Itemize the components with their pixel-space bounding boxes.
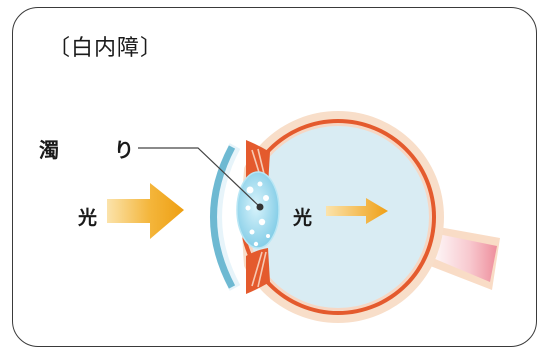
arrow-right-icon: [107, 183, 184, 239]
cataract-label: 濁 り: [39, 138, 158, 162]
cloudy-lens: [236, 171, 280, 249]
eye-cross-section: [107, 111, 500, 323]
arrow-right-icon: [326, 198, 388, 224]
diagram-title: 〔白内障〕: [48, 36, 164, 61]
cataract-leader-line: [138, 147, 264, 211]
cornea: [210, 145, 236, 289]
incoming-light-label: 光: [78, 207, 98, 229]
inner-light-label: 光: [293, 207, 313, 229]
vitreous-body: [247, 126, 429, 308]
